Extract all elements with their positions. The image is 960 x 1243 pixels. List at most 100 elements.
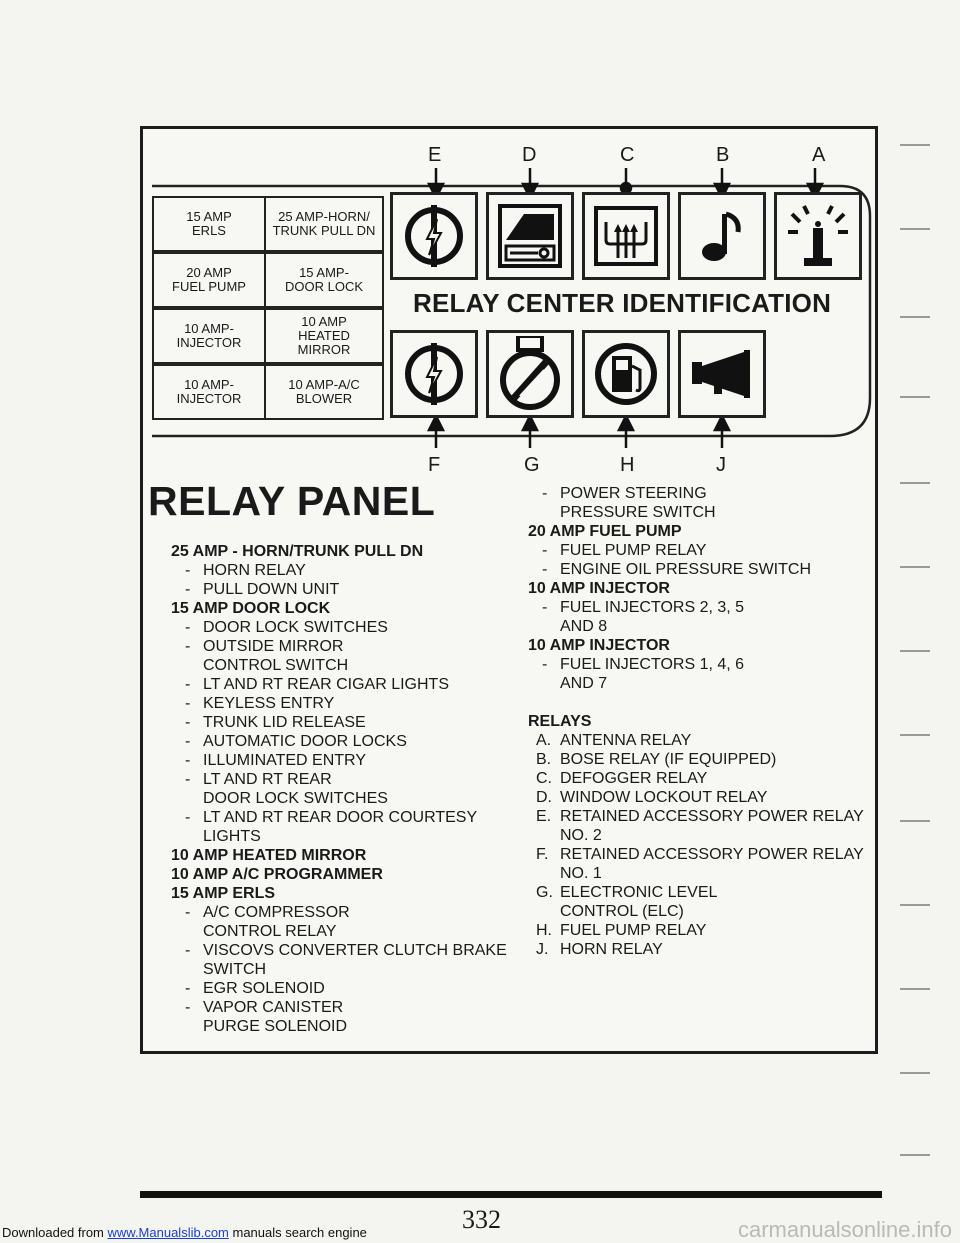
margin-tick	[900, 904, 930, 906]
section-heading: 10 AMP A/C PROGRAMMER	[171, 866, 383, 883]
relay-description: RETAINED ACCESSORY POWER RELAY NO. 1	[560, 846, 864, 882]
margin-tick	[900, 988, 930, 990]
relay-d-box	[486, 192, 574, 280]
section-heading: 15 AMP DOOR LOCK	[171, 600, 331, 617]
relay-center-title: RELAY CENTER IDENTIFICATION	[413, 288, 832, 318]
circuit-list-item: -FUEL PUMP RELAY	[528, 541, 873, 560]
fuse-15-amp-door-lock: 15 AMP- DOOR LOCK	[264, 252, 384, 308]
circuit-description: FUEL INJECTORS 2, 3, 5 AND 8	[560, 599, 745, 635]
page-number: 332	[462, 1205, 501, 1234]
relay-description: ANTENNA RELAY	[560, 732, 692, 749]
dash-bullet: -	[185, 619, 191, 636]
elc-gauge-icon	[500, 336, 560, 410]
dash-bullet: -	[185, 999, 191, 1016]
horn-icon	[692, 350, 750, 398]
margin-tick	[900, 820, 930, 822]
dash-bullet: -	[185, 980, 191, 997]
relay-letter-g: G	[524, 454, 540, 476]
relay-letter-j: J	[716, 454, 726, 476]
relay-b-box	[678, 192, 766, 280]
relay-list-item: C.DEFOGGER RELAY	[528, 769, 873, 788]
section-heading: 10 AMP INJECTOR	[528, 580, 670, 597]
circuit-description: AUTOMATIC DOOR LOCKS	[203, 733, 407, 750]
circuit-description: EGR SOLENOID	[203, 980, 325, 997]
circuit-description: LT AND RT REAR DOOR LOCK SWITCHES	[203, 771, 388, 807]
circuit-list-item: -KEYLESS ENTRY	[171, 694, 511, 713]
circuit-list-item: -LT AND RT REAR DOOR LOCK SWITCHES	[171, 770, 511, 808]
margin-tick	[900, 1072, 930, 1074]
dash-bullet: -	[185, 714, 191, 731]
circuit-description: FUEL INJECTORS 1, 4, 6 AND 7	[560, 656, 745, 692]
power-relay-icon	[405, 343, 463, 405]
manualslib-link[interactable]: www.Manualslib.com	[107, 1225, 229, 1240]
dash-bullet: -	[542, 599, 548, 616]
relay-key: B.	[536, 751, 552, 768]
dash-bullet: -	[542, 561, 548, 578]
relay-h-box	[582, 330, 670, 418]
circuit-description: DOOR LOCK SWITCHES	[203, 619, 388, 636]
relay-description: WINDOW LOCKOUT RELAY	[560, 789, 768, 806]
fuse-10-amp-heated-mirror: 10 AMP HEATED MIRROR	[264, 308, 384, 364]
fuse-10-amp-injector-2: 10 AMP- INJECTOR	[152, 364, 266, 420]
dash-bullet: -	[542, 656, 548, 673]
relay-j-box	[678, 330, 766, 418]
relay-list-item: G.ELECTRONIC LEVEL CONTROL (ELC)	[528, 883, 873, 921]
section-heading: 10 AMP INJECTOR	[528, 637, 670, 654]
margin-tick	[900, 1154, 930, 1156]
circuit-description: VISCOVS CONVERTER CLUTCH BRAKE SWITCH	[203, 942, 507, 978]
circuit-list-item: -A/C COMPRESSOR CONTROL RELAY	[171, 903, 511, 941]
circuit-list-item: -AUTOMATIC DOOR LOCKS	[171, 732, 511, 751]
fuse-10-amp-ac-blower: 10 AMP-A/C BLOWER	[264, 364, 384, 420]
relay-e-box	[390, 192, 478, 280]
relay-key: D.	[536, 789, 552, 806]
section-heading: 25 AMP - HORN/TRUNK PULL DN	[171, 543, 424, 560]
relay-key: C.	[536, 770, 552, 787]
relay-description: FUEL PUMP RELAY	[560, 922, 707, 939]
circuit-list-item: -ILLUMINATED ENTRY	[171, 751, 511, 770]
circuit-description: PULL DOWN UNIT	[203, 581, 340, 598]
relay-c-box	[582, 192, 670, 280]
relay-description: RETAINED ACCESSORY POWER RELAY NO. 2	[560, 808, 864, 844]
dash-bullet: -	[542, 485, 548, 502]
circuit-list-item: -POWER STEERING PRESSURE SWITCH	[528, 484, 873, 522]
dash-bullet: -	[185, 562, 191, 579]
window-lockout-icon	[498, 204, 562, 268]
relay-key: G.	[536, 884, 553, 901]
relay-center-diagram: 15 AMP ERLS 25 AMP-HORN/ TRUNK PULL DN 2…	[140, 168, 878, 448]
relay-letter-b: B	[716, 144, 730, 166]
margin-tick	[900, 566, 930, 568]
dash-bullet: -	[185, 904, 191, 921]
defogger-icon	[594, 206, 658, 266]
relay-letters-bottom: F G H J	[0, 454, 960, 478]
download-suffix: manuals search engine	[228, 1225, 367, 1240]
dash-bullet: -	[185, 733, 191, 750]
margin-tick	[900, 316, 930, 318]
section-heading: 15 AMP ERLS	[171, 885, 276, 902]
relay-letters-top: E D C B A	[0, 144, 960, 168]
circuit-description: HORN RELAY	[203, 562, 306, 579]
relay-description: BOSE RELAY (IF EQUIPPED)	[560, 751, 777, 768]
margin-tick	[900, 650, 930, 652]
relay-a-box	[774, 192, 862, 280]
section-heading: 10 AMP HEATED MIRROR	[171, 847, 367, 864]
spacer	[528, 693, 873, 712]
dash-bullet: -	[185, 581, 191, 598]
circuit-description: POWER STEERING PRESSURE SWITCH	[560, 485, 716, 521]
relay-key: E.	[536, 808, 552, 825]
relay-list-item: B. BOSE RELAY (IF EQUIPPED)	[528, 750, 873, 769]
circuit-description: LT AND RT REAR CIGAR LIGHTS	[203, 676, 449, 693]
circuit-list-item: -HORN RELAY	[171, 561, 511, 580]
circuit-description: A/C COMPRESSOR CONTROL RELAY	[203, 904, 350, 940]
dash-bullet: -	[185, 771, 191, 788]
margin-tick	[900, 482, 930, 484]
circuit-description: ENGINE OIL PRESSURE SWITCH	[560, 561, 811, 578]
relay-g-box	[486, 330, 574, 418]
relay-description: HORN RELAY	[560, 941, 663, 958]
relay-list-item: J.HORN RELAY	[528, 940, 873, 959]
circuit-description: ILLUMINATED ENTRY	[203, 752, 366, 769]
antenna-icon	[788, 205, 848, 266]
relay-list-item: H.FUEL PUMP RELAY	[528, 921, 873, 940]
section-heading: 20 AMP FUEL PUMP	[528, 523, 682, 540]
